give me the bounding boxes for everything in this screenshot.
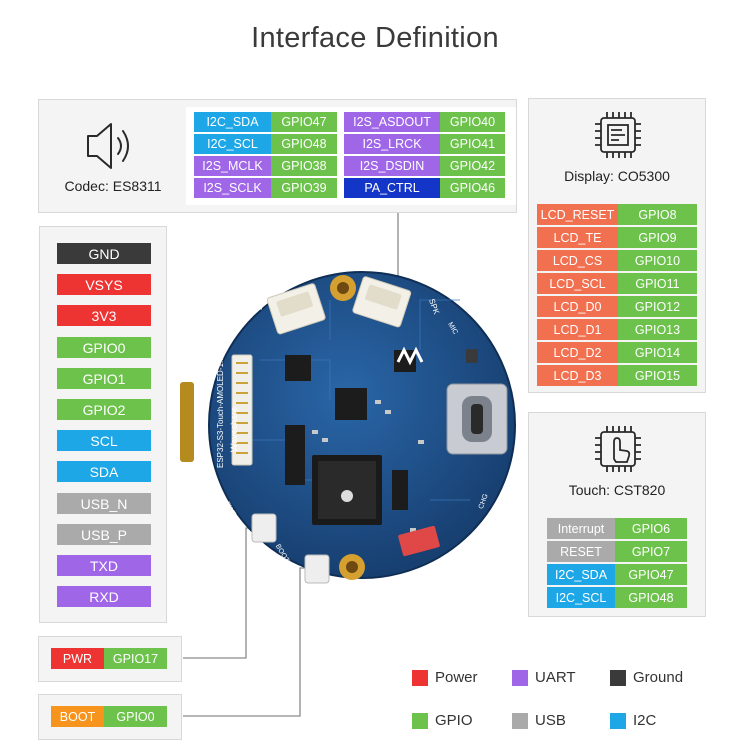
display-label: Display: CO5300 — [564, 168, 670, 184]
header-pin: RXD — [57, 586, 151, 607]
display-pin-gpio: GPIO11 — [618, 273, 697, 294]
header-pin: GND — [57, 243, 151, 264]
touch-label: Touch: CST820 — [568, 482, 666, 498]
display-pin-name: LCD_RESET — [537, 204, 618, 225]
display-pin-gpio: GPIO9 — [618, 227, 697, 248]
codec-pin-gpio: GPIO39 — [271, 178, 337, 198]
touch-pin-name: I2C_SDA — [547, 564, 615, 585]
touch-pin-name: I2C_SCL — [547, 587, 615, 608]
display-pin-gpio: GPIO8 — [618, 204, 697, 225]
legend-swatch — [610, 670, 626, 686]
legend-label: Ground — [633, 669, 684, 686]
display-pin-name: LCD_TE — [537, 227, 618, 248]
display-pin-name: LCD_D2 — [537, 342, 618, 363]
legend-swatch — [610, 713, 626, 729]
touch-pin-name: Interrupt — [547, 518, 615, 539]
touch-pin-gpio: GPIO47 — [615, 564, 687, 585]
legend-swatch — [512, 713, 528, 729]
touch-pin-gpio: GPIO48 — [615, 587, 687, 608]
touch-pin-gpio: GPIO7 — [615, 541, 687, 562]
codec-pin-name: I2C_SCL — [194, 134, 271, 154]
codec-pin-name: I2C_SDA — [194, 112, 271, 132]
boot-label: BOOT — [51, 706, 104, 727]
codec-pin-name: I2S_LRCK — [344, 134, 440, 154]
display-pin-name: LCD_D1 — [537, 319, 618, 340]
header-pin: GPIO2 — [57, 399, 151, 420]
header-pin: GPIO1 — [57, 368, 151, 389]
codec-pin-gpio: GPIO48 — [271, 134, 337, 154]
codec-pin-gpio: GPIO47 — [271, 112, 337, 132]
display-pin-gpio: GPIO13 — [618, 319, 697, 340]
codec-pin-gpio: GPIO40 — [440, 112, 505, 132]
pwr-label: PWR — [51, 648, 104, 669]
codec-pin-name: I2S_SCLK — [194, 178, 271, 198]
codec-pin-name: I2S_DSDIN — [344, 156, 440, 176]
codec-pin-gpio: GPIO42 — [440, 156, 505, 176]
legend-label: USB — [535, 712, 566, 729]
legend-swatch — [412, 713, 428, 729]
display-pin-gpio: GPIO12 — [618, 296, 697, 317]
legend-label: Power — [435, 669, 478, 686]
display-pin-gpio: GPIO10 — [618, 250, 697, 271]
codec-pin-gpio: GPIO46 — [440, 178, 505, 198]
page-title: Interface Definition — [251, 22, 499, 54]
codec-pin-name: I2S_ASDOUT — [344, 112, 440, 132]
codec-pin-name: I2S_MCLK — [194, 156, 271, 176]
header-pin: USB_N — [57, 493, 151, 514]
pwr-gpio: GPIO17 — [104, 648, 167, 669]
display-pin-name: LCD_D3 — [537, 365, 618, 386]
header-pin: USB_P — [57, 524, 151, 545]
header-pin: 3V3 — [57, 305, 151, 326]
display-pin-gpio: GPIO15 — [618, 365, 697, 386]
header-pin: SDA — [57, 461, 151, 482]
legend-label: GPIO — [435, 712, 473, 729]
legend-swatch — [412, 670, 428, 686]
header-pin: TXD — [57, 555, 151, 576]
codec-pin-name: PA_CTRL — [344, 178, 440, 198]
display-pin-name: LCD_D0 — [537, 296, 618, 317]
boot-gpio: GPIO0 — [104, 706, 167, 727]
legend-swatch — [512, 670, 528, 686]
codec-label: Codec: ES8311 — [64, 178, 162, 194]
touch-pin-gpio: GPIO6 — [615, 518, 687, 539]
display-pin-name: LCD_CS — [537, 250, 618, 271]
header-pin: VSYS — [57, 274, 151, 295]
header-pin: SCL — [57, 430, 151, 451]
header-pin: GPIO0 — [57, 337, 151, 358]
board-silk-line1: Waveshare — [229, 406, 239, 452]
display-pin-name: LCD_SCL — [537, 273, 618, 294]
legend-label: UART — [535, 669, 576, 686]
codec-pin-gpio: GPIO41 — [440, 134, 505, 154]
legend-label: I2C — [633, 712, 657, 729]
codec-pin-gpio: GPIO38 — [271, 156, 337, 176]
display-pin-gpio: GPIO14 — [618, 342, 697, 363]
touch-pin-name: RESET — [547, 541, 615, 562]
board-silk-line2: ESP32-S3-Touch-AMOLED-1.32 — [216, 351, 225, 468]
